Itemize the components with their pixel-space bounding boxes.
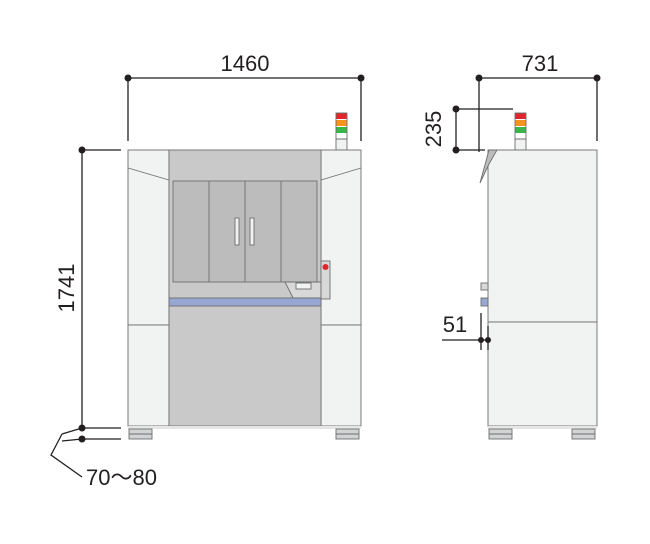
front-left-upper-panel — [127, 149, 170, 326]
side-lamp-red-icon — [515, 113, 526, 119]
front-width-label: 1460 — [221, 51, 270, 76]
dimension-side-depth: 731 — [475, 51, 601, 152]
dimension-signal-tower: 235 — [421, 105, 513, 154]
side-feet — [488, 426, 597, 440]
front-right-lower-panel — [320, 324, 362, 427]
side-signal-tower — [514, 112, 527, 151]
side-upper-body — [487, 149, 598, 323]
overall-height-label: 1741 — [54, 264, 79, 313]
front-view — [127, 112, 362, 440]
side-lamp-green-icon — [515, 127, 526, 133]
side-lower-body — [487, 321, 598, 427]
front-signal-tower — [335, 112, 348, 151]
dimension-overall-height: 1741 — [54, 146, 121, 432]
lamp-red-icon — [336, 113, 347, 119]
door-handle-left-icon — [234, 217, 240, 246]
control-column — [320, 260, 331, 300]
dimension-foot-height: 70〜80 — [50, 427, 157, 490]
foot-height-label: 70〜80 — [86, 465, 157, 490]
side-depth-label: 731 — [522, 51, 559, 76]
lamp-green-icon — [336, 127, 347, 133]
side-accent-band — [480, 297, 489, 307]
front-accent-band — [168, 297, 322, 307]
lamp-orange-icon — [336, 120, 347, 126]
dimension-front-width: 1460 — [124, 51, 365, 141]
side-view — [479, 112, 598, 440]
step-offset-label: 51 — [443, 312, 467, 337]
front-feet — [128, 426, 361, 440]
door-handle-right-icon — [249, 217, 255, 246]
control-display — [295, 282, 312, 290]
front-left-lower-panel — [127, 324, 170, 427]
side-lamp-orange-icon — [515, 120, 526, 126]
dimension-step-offset: 51 — [442, 312, 491, 350]
alarm-lamp-icon — [322, 264, 329, 270]
signal-tower-label: 235 — [421, 111, 446, 148]
